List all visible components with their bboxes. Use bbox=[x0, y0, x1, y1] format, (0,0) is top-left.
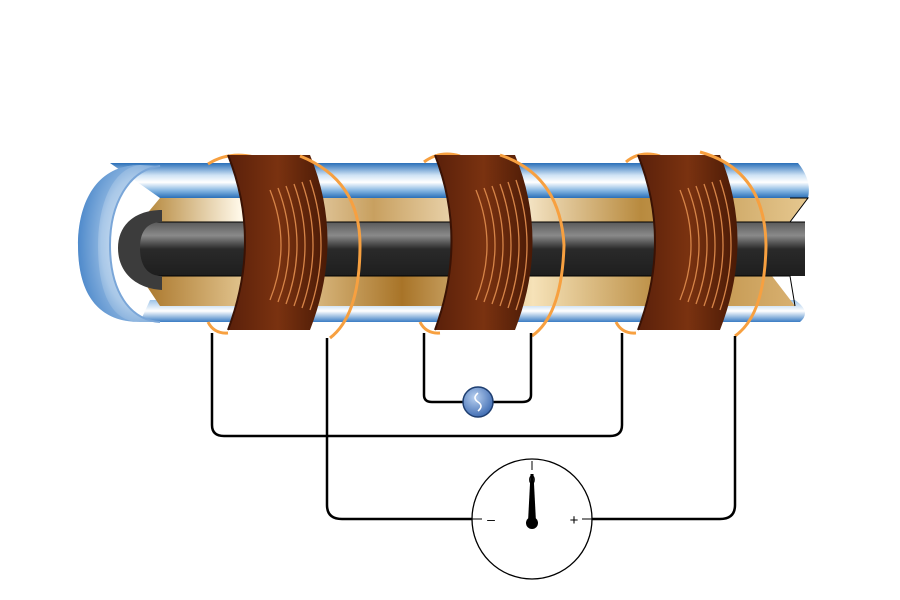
wire-ac-loop bbox=[422, 333, 533, 404]
tube-end-cap bbox=[78, 165, 162, 323]
circuit-wires bbox=[210, 333, 737, 521]
wire-meter-left bbox=[325, 338, 472, 521]
excitation-coil-left bbox=[206, 153, 362, 340]
ac-sine-source-icon bbox=[462, 386, 494, 418]
meter-needle bbox=[528, 474, 536, 522]
meter-pivot bbox=[526, 517, 538, 529]
galvanometer-icon: 0 – + bbox=[471, 458, 593, 580]
excitation-coil-right bbox=[614, 150, 768, 338]
meter-plus-label: + bbox=[570, 512, 579, 529]
tube-cut-edges bbox=[772, 197, 809, 307]
wire-meter-right bbox=[592, 336, 737, 521]
wire-series-loop bbox=[210, 333, 624, 438]
meter-minus-label: – bbox=[487, 511, 495, 527]
excitation-coil-middle bbox=[418, 152, 566, 338]
